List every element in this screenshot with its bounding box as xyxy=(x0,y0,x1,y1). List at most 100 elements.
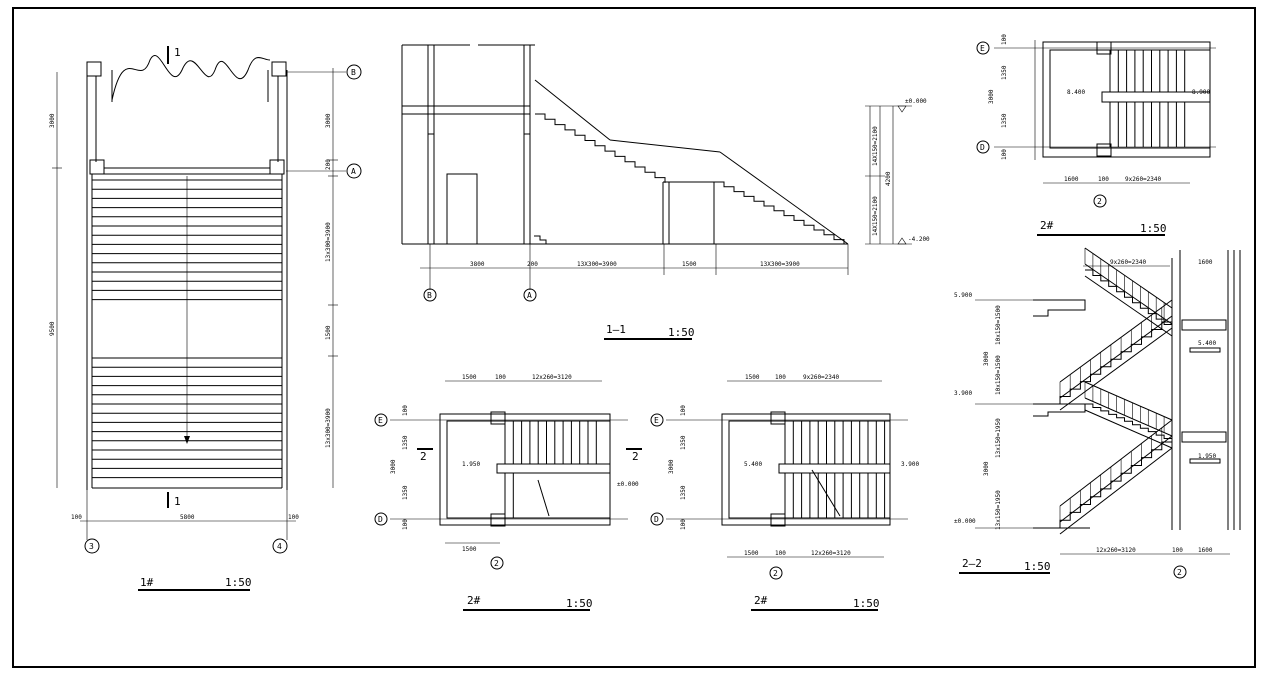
hatch-line xyxy=(1059,299,1173,383)
level-bottom: -4.200 xyxy=(908,236,930,243)
plan-1: 1 1 B A 3000 200 13x300=3900 1500 13x300… xyxy=(49,46,362,591)
dim-1350-a: 1350 xyxy=(1001,65,1008,80)
section-2-2: 9x260=2340 1600 5.900 3.900 ±0.000 3000 … xyxy=(954,247,1241,579)
section-mark-right: 2 xyxy=(632,450,639,463)
dim-100-bottom: 100 xyxy=(775,550,786,557)
hatch-line xyxy=(1059,315,1173,399)
dim-1600: 1600 xyxy=(1064,176,1079,183)
dim-1350-b: 1350 xyxy=(680,485,687,500)
level-left: 8.400 xyxy=(1067,89,1085,96)
dim-run-b: 13X300=3900 xyxy=(760,261,800,268)
level-right: 8.900 xyxy=(1192,89,1210,96)
dim-1500-bottom: 1500 xyxy=(462,546,477,553)
hatch-line xyxy=(1084,247,1173,309)
hatch-line xyxy=(1084,397,1173,437)
grid-bubble-3: 3 xyxy=(89,542,94,551)
dim-3000-b: 3000 xyxy=(983,461,990,476)
level-000: ±0.000 xyxy=(954,518,976,525)
level-5900: 5.900 xyxy=(954,292,972,299)
hatch-line xyxy=(1084,409,1173,449)
dim-200: 200 xyxy=(325,159,332,170)
hatch-line xyxy=(1084,381,1173,421)
drawing-title: 2—2 xyxy=(962,557,982,570)
level-5400: 5.400 xyxy=(1198,340,1216,347)
grid-bubble-D: D xyxy=(654,515,659,524)
grid-bubble-B: B xyxy=(427,291,432,300)
dim-100-a: 100 xyxy=(1001,34,1008,45)
drawing-scale: 1:50 xyxy=(1024,560,1051,573)
dim-run-1: 13x300=3900 xyxy=(325,222,332,262)
grid-bubble-2: 2 xyxy=(773,569,778,578)
dim-bottom-100: 100 xyxy=(1172,547,1183,554)
dim-100: 100 xyxy=(1098,176,1109,183)
dim-run: 9x260=2340 xyxy=(803,374,840,381)
dim-riser-2: 14X150=2100 xyxy=(872,196,879,236)
drawing-scale: 1:50 xyxy=(1140,222,1167,235)
drawing-scale: 1:50 xyxy=(853,597,880,610)
grid-bubble-2: 2 xyxy=(1177,568,1182,577)
drawing-title: 1# xyxy=(140,576,154,589)
grid-bubble-2: 2 xyxy=(494,559,499,568)
dim-flight-3: 13x150=1950 xyxy=(995,418,1002,458)
grid-bubble-D: D xyxy=(980,143,985,152)
dim-landing: 1500 xyxy=(325,325,332,340)
grid-bubble-4: 4 xyxy=(277,542,282,551)
grid-bubble-D: D xyxy=(378,515,383,524)
grid-bubble-E: E xyxy=(654,416,659,425)
level-right: 3.900 xyxy=(901,461,919,468)
break-curve xyxy=(111,55,271,101)
dim-3000: 3000 xyxy=(390,459,397,474)
dim-flight-2: 10x150=1500 xyxy=(995,355,1002,395)
grid-bubble-A: A xyxy=(351,167,356,176)
dim-3000: 3000 xyxy=(988,89,995,104)
level-zero: ±0.000 xyxy=(617,481,639,488)
dim-run: 12x260=3120 xyxy=(532,374,572,381)
dim-run-2: 13x300=3900 xyxy=(325,408,332,448)
section-mark-top: 1 xyxy=(174,46,181,59)
drawing-title: 2# xyxy=(1040,219,1054,232)
grid-bubble-2: 2 xyxy=(1097,197,1102,206)
section-mark-left: 2 xyxy=(420,450,427,463)
dim-1500: 1500 xyxy=(682,261,697,268)
drawing-scale: 1:50 xyxy=(225,576,252,589)
dim-1350-a: 1350 xyxy=(402,435,409,450)
dim-run-a: 13X300=3900 xyxy=(577,261,617,268)
dim-flight-1: 10x150=1500 xyxy=(995,305,1002,345)
dim-100-b: 100 xyxy=(1001,149,1008,160)
hatch-line xyxy=(1059,419,1173,507)
level-top: ±0.000 xyxy=(905,98,927,105)
dim-riser-1: 14X150=2100 xyxy=(872,126,879,166)
dim-100-b: 100 xyxy=(680,519,687,530)
drawing-scale: 1:50 xyxy=(566,597,593,610)
grid-bubble-E: E xyxy=(980,44,985,53)
dim-100-a: 100 xyxy=(680,405,687,416)
dim-flight-4: 13x150=1950 xyxy=(995,490,1002,530)
hatch-line xyxy=(1084,263,1173,325)
dim-200: 200 xyxy=(527,261,538,268)
dim-1350-a: 1350 xyxy=(680,435,687,450)
section-1-1: 14X150=2100 14X150=2100 4200 ±0.000 -4.2… xyxy=(401,44,930,340)
drawing-title: 2# xyxy=(467,594,481,607)
level-1950: 1.950 xyxy=(1198,453,1216,460)
dim-100: 100 xyxy=(775,374,786,381)
dim-3000-a: 3000 xyxy=(983,351,990,366)
dim-3800: 3800 xyxy=(470,261,485,268)
dim-100-a: 100 xyxy=(402,405,409,416)
plan-2-right: 1500 100 9x260=2340 E D 5.400 3.900 100 … xyxy=(650,374,919,611)
dim-bottom-run: 12x260=3120 xyxy=(1096,547,1136,554)
dim-5800: 5800 xyxy=(180,514,195,521)
dim-9500: 9500 xyxy=(49,321,56,336)
hatch-line xyxy=(1059,327,1173,411)
level-1950: 1.950 xyxy=(462,461,480,468)
drawing-scale: 1:50 xyxy=(668,326,695,339)
dim-100-b: 100 xyxy=(402,519,409,530)
dim-3000-left: 3000 xyxy=(49,113,56,128)
dim-3000: 3000 xyxy=(668,459,675,474)
drawing-title: 1—1 xyxy=(606,323,626,336)
grid-bubble-E: E xyxy=(378,416,383,425)
hatch-line xyxy=(1059,435,1173,523)
dim-run-bottom: 12x260=3120 xyxy=(811,550,851,557)
dim-run: 9x260=2340 xyxy=(1125,176,1162,183)
dim-1500-bottom: 1500 xyxy=(744,550,759,557)
plan-2-top: E D 8.400 8.900 100 1350 3000 1350 100 1… xyxy=(976,34,1216,236)
